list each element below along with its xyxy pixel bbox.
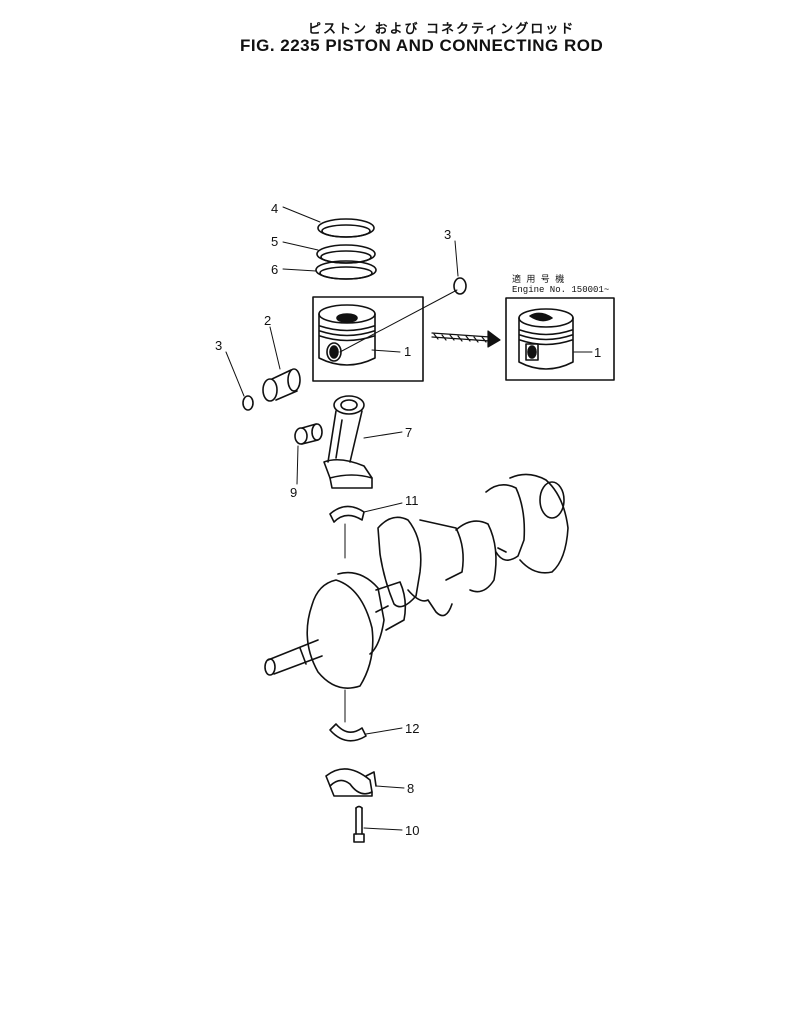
callout-4: 4 [271,201,278,216]
piston-ring-oil [315,260,377,280]
rod-cap [325,768,377,797]
piston-variant [518,308,574,370]
callout-3-right: 3 [444,227,451,242]
callout-5: 5 [271,234,278,249]
figure-title-japanese: ピストン および コネクティングロッド [308,22,576,37]
supersedes-arrow [431,330,501,348]
callout-3-left: 3 [215,338,222,353]
piston [318,304,376,366]
applicability-note-engine: Engine No. 150001~ [512,285,609,295]
callout-2: 2 [264,313,271,328]
piston-box [312,296,424,382]
piston-ring-second [316,244,376,264]
applicability-note-jp: 適 用 号 機 [512,273,564,285]
callout-6: 6 [271,262,278,277]
callout-1-variant: 1 [594,345,601,360]
bearing-lower [329,723,367,742]
bearing-upper [329,505,365,523]
callout-12: 12 [405,721,419,736]
callout-9: 9 [290,485,297,500]
figure-title: FIG. 2235 PISTON AND CONNECTING ROD [240,36,604,55]
connecting-rod [323,395,373,489]
leader-lines [225,206,593,831]
callout-7: 7 [405,425,412,440]
snap-ring-left [242,395,254,411]
callout-11: 11 [405,493,419,508]
callout-8: 8 [407,781,414,796]
rod-bolt [353,805,365,843]
callout-10: 10 [405,823,419,838]
piston-variant-box [505,297,615,381]
crankshaft [264,473,569,689]
callout-1: 1 [404,344,411,359]
piston-ring-top [317,218,375,238]
bushing [294,423,323,445]
piston-pin [262,368,301,402]
snap-ring-right [453,277,467,295]
